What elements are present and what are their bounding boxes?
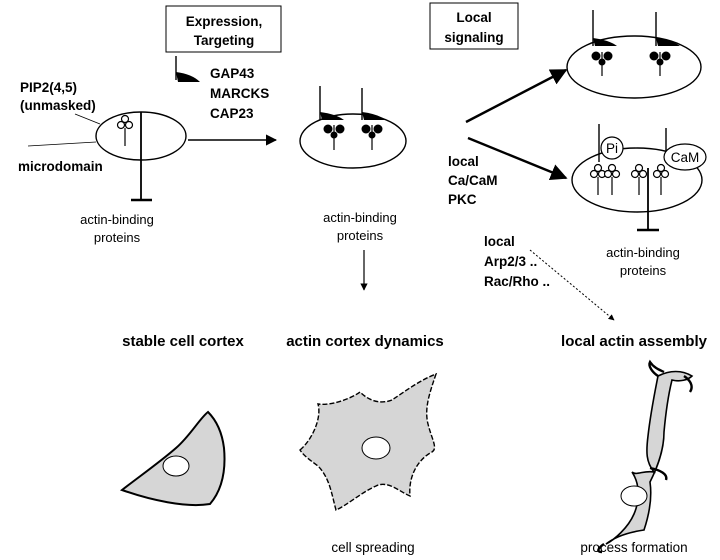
left-proteins-label: proteins: [94, 230, 141, 245]
stable-cell: [119, 410, 226, 507]
signal-local-2: local: [484, 234, 515, 249]
process-formation-caption: process formation: [580, 540, 687, 555]
unmasked-label: (unmasked): [20, 98, 96, 113]
expression-label: Expression,: [186, 14, 263, 29]
process-cell: [597, 359, 694, 554]
spreading-cell: [299, 372, 438, 511]
protein-gap43: GAP43: [210, 66, 255, 81]
middle-actin-binding-label: actin-binding: [323, 210, 397, 225]
cam-protein: CaM: [663, 128, 707, 171]
right-proteins-label: proteins: [620, 263, 667, 278]
middle-bound-protein-left: [319, 86, 345, 150]
local-actin-assembly-label: local actin assembly: [561, 333, 708, 350]
right-bottom-microdomain-ellipse: [571, 147, 703, 213]
pi-label: Pi: [606, 141, 618, 156]
signal-local-1: local: [448, 154, 479, 169]
pip2-leader-line: [74, 113, 101, 125]
protein-cap23: CAP23: [210, 106, 254, 121]
protein-marcks: MARCKS: [210, 86, 269, 101]
middle-bound-protein-right: [361, 88, 386, 150]
actin-cortex-dynamics-label: actin cortex dynamics: [286, 333, 444, 350]
targeting-label: Targeting: [194, 33, 255, 48]
signaling-label: signaling: [444, 30, 503, 45]
pip2-lipid-icons: [116, 114, 134, 146]
middle-microdomain-ellipse: [299, 113, 407, 169]
lower-signaling-arrow: [467, 136, 568, 181]
right-top-bound-protein-left: [591, 10, 617, 76]
microdomain-label: microdomain: [18, 159, 103, 174]
middle-proteins-label: proteins: [337, 228, 384, 243]
local-label: Local: [456, 10, 491, 25]
cell-spreading-caption: cell spreading: [331, 540, 414, 555]
cam-label: CaM: [671, 150, 700, 165]
right-actin-binding-label: actin-binding: [606, 245, 680, 260]
signal-pkc: PKC: [448, 192, 477, 207]
released-pip2-lipids: [589, 163, 670, 195]
right-top-microdomain-ellipse: [566, 35, 702, 99]
pi-phosphate: Pi: [598, 124, 624, 162]
signal-ca-cam: Ca/CaM: [448, 173, 498, 188]
pip2-label: PIP2(4,5): [20, 80, 77, 95]
local-signaling-box: Local signaling: [429, 2, 519, 50]
right-top-bound-protein-right: [649, 12, 680, 76]
expression-targeting-box: Expression, Targeting: [165, 5, 282, 53]
signal-arp23: Arp2/3 ..: [484, 254, 537, 269]
protein-icon: [175, 56, 200, 82]
upper-signaling-arrow: [465, 68, 568, 124]
left-actin-binding-label: actin-binding: [80, 212, 154, 227]
signal-rac-rho: Rac/Rho ..: [484, 274, 550, 289]
microdomain-leader-line: [27, 141, 97, 147]
stable-cell-cortex-label: stable cell cortex: [122, 333, 244, 350]
